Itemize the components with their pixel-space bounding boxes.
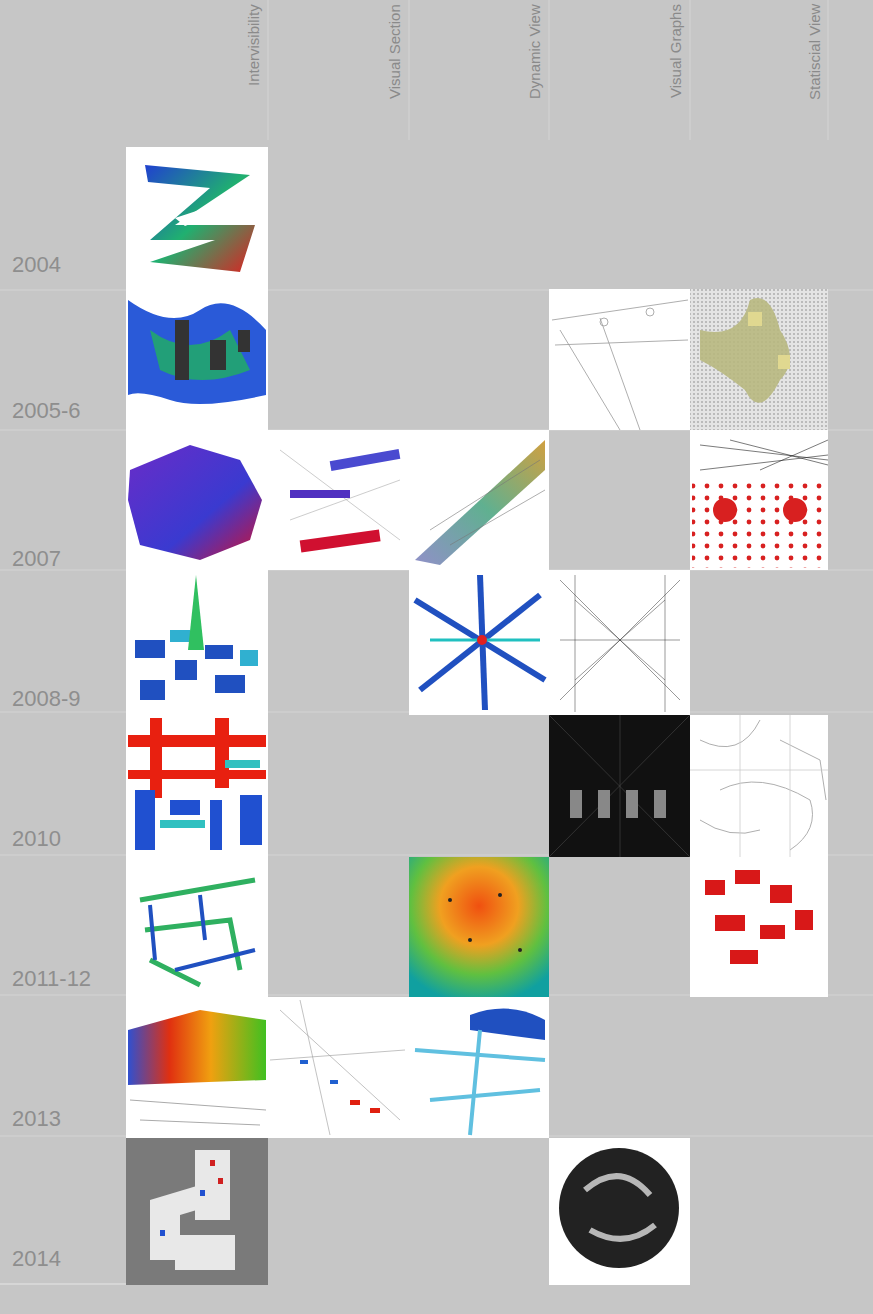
year-label: 2014 bbox=[12, 1246, 61, 1272]
year-label: 2007 bbox=[12, 546, 61, 572]
column-header: Visual Graphs bbox=[667, 4, 684, 98]
year-label: 2010 bbox=[12, 826, 61, 852]
year-label: 2011-12 bbox=[12, 966, 91, 992]
column-header: Dynamic View bbox=[526, 4, 543, 99]
year-label: 2004 bbox=[12, 252, 61, 278]
column-header: Intervisibility bbox=[245, 4, 262, 86]
year-label: 2008-9 bbox=[12, 686, 81, 712]
year-label: 2005-6 bbox=[12, 398, 81, 424]
year-label: 2013 bbox=[12, 1106, 61, 1132]
column-header: Statiscial View bbox=[806, 4, 823, 100]
column-header: Visual Section bbox=[386, 4, 403, 99]
